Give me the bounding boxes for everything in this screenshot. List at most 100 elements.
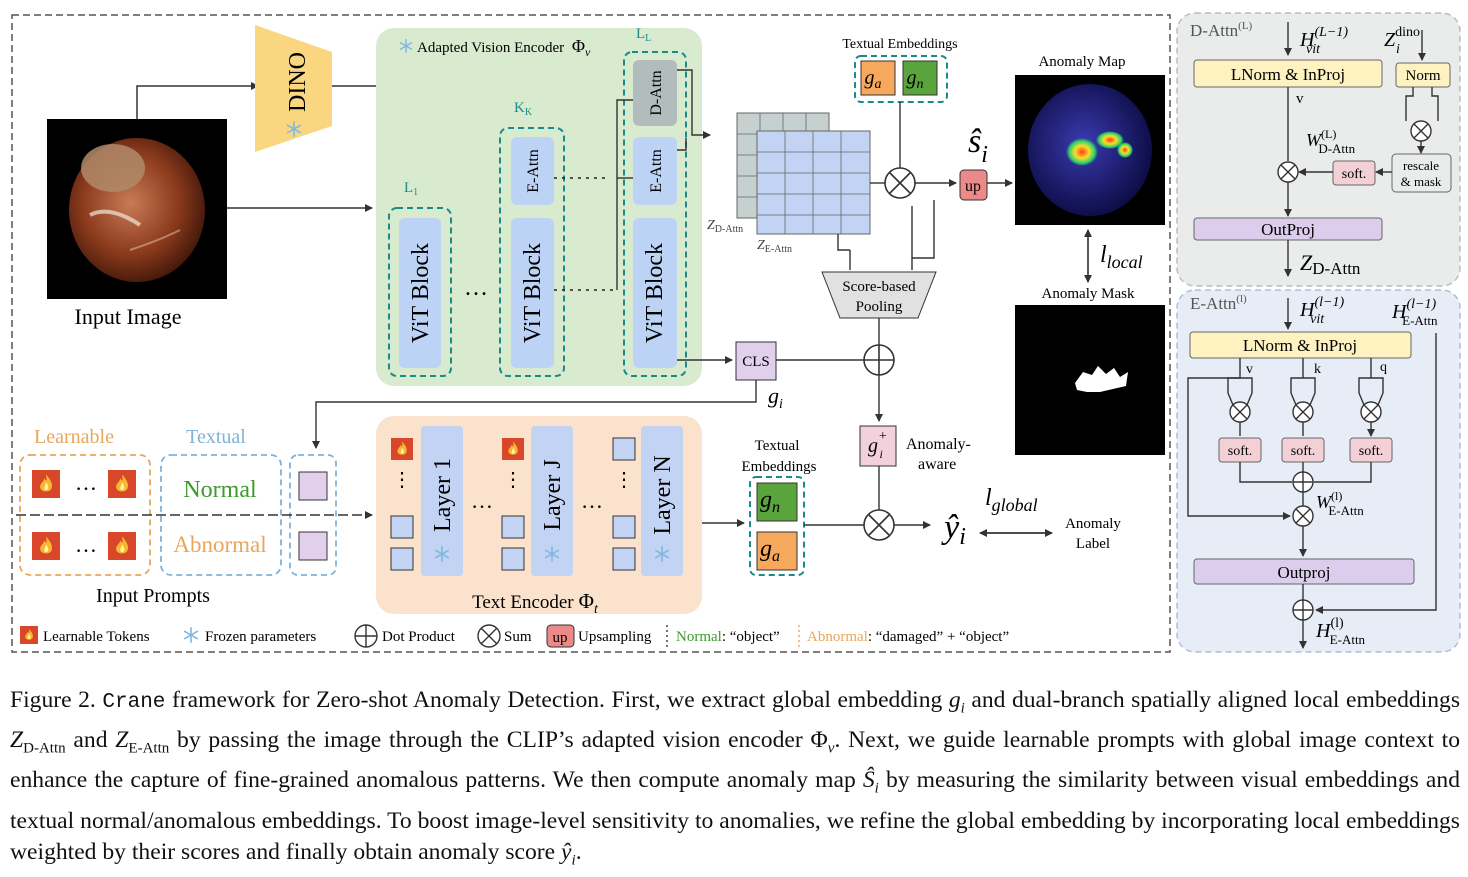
s-hat-label: ŝi: [968, 123, 988, 168]
main-frame: [11, 14, 1171, 653]
caption-z2-sub: E-Attn: [128, 740, 170, 757]
z-e-attn-label: ZE-Attn: [757, 238, 792, 255]
dot-product-node-bottom: [863, 509, 895, 541]
e-attn-panel-title: E-Attn(l): [1190, 293, 1247, 313]
text-encoder-layer-j: ⋮ Layer J: [501, 426, 573, 576]
caption-z1-sub: D-Attn: [23, 740, 66, 757]
vertical-ellipsis: ⋮: [503, 469, 523, 491]
d-attn-z-out: ZD-Attn: [1300, 250, 1361, 278]
ga-bottom: [756, 531, 798, 571]
pooling-label-1: Score-based: [842, 279, 916, 295]
fire-icon: [502, 438, 524, 460]
e-attn-lnorm-block: [1189, 331, 1412, 359]
g-plus-token: [859, 425, 897, 467]
d-attn-w-label: W(L)D-Attn: [1306, 127, 1356, 156]
layer-tag-l: LL: [636, 26, 651, 44]
caption-sentence-5: . Next, we guide learnable prompts with …: [10, 727, 1461, 794]
caption-sentence-3: and: [73, 727, 108, 754]
y-hat-label: ŷi: [941, 509, 966, 550]
cls-label: CLS: [742, 354, 770, 370]
fire-icon: [32, 532, 60, 560]
e-attn-block-l: [633, 137, 677, 205]
d-attn-v-label: v: [1296, 91, 1304, 107]
caption-s-sub: i: [874, 781, 879, 798]
fire-icon: [20, 626, 38, 644]
g-plus-label: g+i: [868, 429, 887, 461]
ellipsis: …: [581, 488, 603, 513]
textual-dashed-group: [160, 454, 282, 576]
z-e-attn-grid: [756, 130, 871, 235]
anomaly-label-1: Anomaly: [1065, 516, 1121, 532]
gn-top-label: gn: [907, 67, 924, 92]
d-attn-label: D-Attn: [648, 70, 665, 115]
gn-bottom: [756, 482, 798, 522]
l1-dashed-group: [388, 207, 452, 377]
text-encoder-layer-n: ⋮ Layer N: [612, 426, 683, 576]
gn-bottom-label: gn: [760, 487, 780, 516]
vit-block-l-label: ViT Block: [642, 243, 668, 343]
d-attn-norm-label: Norm: [1406, 68, 1441, 84]
legend: Learnable Tokens Frozen parameters Dot P…: [20, 624, 1009, 648]
legend-abnormal: Abnormal: “damaged” + “object”: [807, 629, 1009, 645]
textual-embeddings-top-group: [854, 55, 948, 103]
vision-encoder-panel: [376, 28, 702, 386]
e-attn-outproj-block: [1193, 558, 1415, 585]
e-attn-lnorm-label: LNorm & InProj: [1243, 336, 1357, 355]
vit-block-1: [399, 218, 441, 368]
legend-dot-product: Dot Product: [382, 629, 456, 645]
cls-token: [735, 341, 777, 381]
ga-bottom-label: ga: [760, 536, 780, 565]
ellipsis: …: [471, 488, 493, 513]
ellipsis: …: [75, 470, 97, 495]
e-attn-h-in: H(l−1)vit: [1299, 295, 1344, 327]
fire-icon: [391, 438, 413, 460]
caption-prefix: Figure 2.: [10, 687, 96, 713]
pooling-label-2: Pooling: [856, 299, 903, 315]
d-attn-norm-block: [1395, 62, 1451, 88]
context-token-normal: [298, 471, 328, 501]
caption-sentence-7: .: [575, 839, 582, 866]
input-image-label: Input Image: [75, 304, 182, 329]
caption-phi: Φ: [810, 727, 828, 754]
rescale-label-2: & mask: [1401, 174, 1442, 189]
anomaly-mask-image: [1015, 305, 1165, 455]
textual-embeddings-bottom-label-1: Textual: [755, 438, 800, 454]
rescale-mask-block: [1391, 153, 1452, 193]
textual-embeddings-top-label: Textual Embeddings: [842, 37, 957, 52]
ellipsis: …: [464, 275, 488, 301]
framework-figure: Input Image DINO Adapted Vision Encoder …: [11, 12, 1461, 653]
l-global-label: lglobal: [985, 485, 1038, 515]
textual-embeddings-bottom-label-2: Embeddings: [742, 459, 817, 475]
d-attn-block: [633, 60, 677, 126]
ga-top-label: ga: [865, 67, 882, 92]
e-attn-mult-node-2: [1292, 401, 1314, 423]
e-attn-label-k: E-Attn: [525, 149, 542, 193]
z-d-attn-label: ZD-Attn: [707, 218, 743, 235]
layer-1-label: Layer 1: [430, 458, 456, 532]
d-attn-outproj-label: OutProj: [1261, 220, 1315, 239]
legend-normal: Normal: “object”: [676, 629, 780, 645]
up-icon: [546, 624, 575, 648]
gi-label: gi: [768, 383, 783, 412]
upsampling-block: [959, 169, 988, 201]
legend-frozen: Frozen parameters: [205, 629, 316, 645]
caption-sentence-2: and dual-branch spatially aligned local …: [971, 687, 1461, 713]
caption-gi: g: [948, 687, 961, 713]
fire-icon: [108, 470, 136, 498]
e-attn-q-label: q: [1380, 360, 1387, 375]
caption-z2: Z: [115, 727, 129, 754]
e-attn-softmax-1-label: soft.: [1228, 444, 1253, 459]
legend-sum: Sum: [504, 629, 532, 645]
anomaly-aware-label-1: Anomaly-: [906, 436, 971, 453]
layer-j-label: Layer J: [540, 459, 566, 530]
ga-top: [860, 60, 896, 96]
fire-icon: [108, 532, 136, 560]
e-attn-block-k: [511, 137, 554, 205]
vit-block-k: [511, 218, 554, 368]
caption-phi-sub: v: [827, 740, 835, 757]
lk-dashed-group: [499, 127, 565, 377]
e-attn-softmax-3-label: soft.: [1359, 444, 1384, 459]
vit-block-l: [633, 218, 677, 368]
text-encoder-layer-1: ⋮ Layer 1: [390, 426, 463, 576]
e-attn-softmax-2-label: soft.: [1291, 444, 1316, 459]
